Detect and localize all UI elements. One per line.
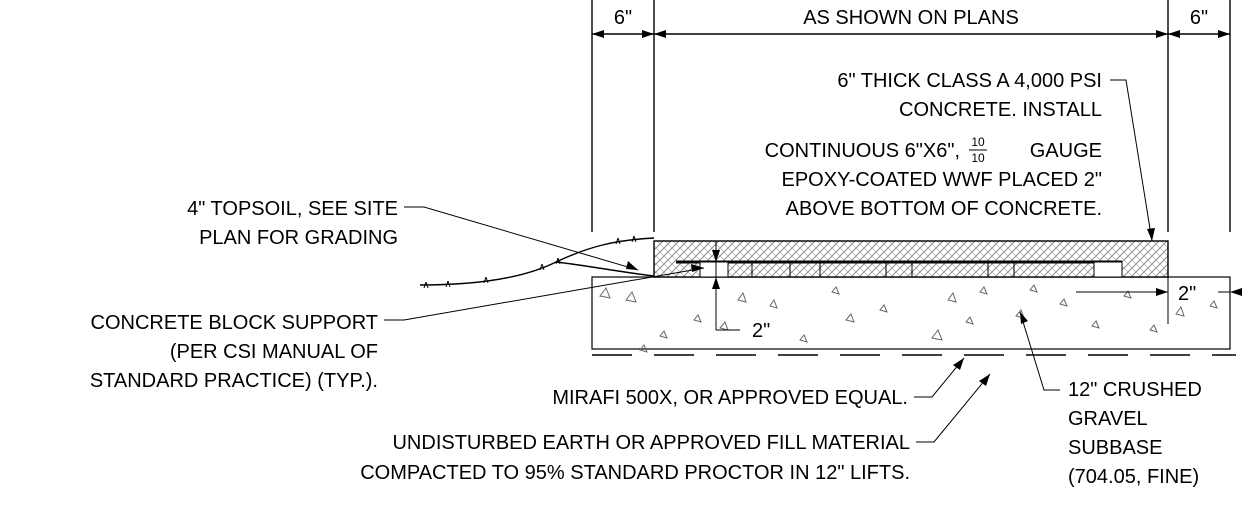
gravel-subbase (591, 276, 1231, 353)
topsoil-callout: 4" TOPSOIL, SEE SITE PLAN FOR GRADING (187, 198, 639, 271)
gauge-denominator: 10 (971, 151, 985, 165)
concrete-line-3: CONTINUOUS 6"X6", (765, 140, 960, 162)
concrete-line-4: GAUGE (1030, 140, 1102, 162)
dim-2in-right-label: 2" (1178, 283, 1196, 305)
subbase-line-1: 12" CRUSHED (1068, 379, 1202, 401)
dim-left-label: 6" (614, 7, 632, 29)
topsoil-grade (419, 235, 655, 289)
dim-middle-label: AS SHOWN ON PLANS (803, 7, 1019, 29)
subbase-line-2: GRAVEL (1068, 408, 1148, 430)
mirafi-callout: MIRAFI 500X, OR APPROVED EQUAL. (552, 357, 965, 409)
dim-right-label: 6" (1190, 7, 1208, 29)
subbase-line-4: (704.05, FINE) (1068, 466, 1199, 488)
concrete-line-1: 6" THICK CLASS A 4,000 PSI (837, 70, 1102, 92)
earth-line-2: COMPACTED TO 95% STANDARD PROCTOR IN 12"… (360, 462, 910, 484)
block-line-2: (PER CSI MANUAL OF (170, 341, 378, 363)
top-dimension: 6" AS SHOWN ON PLANS 6" (591, 0, 1231, 232)
concrete-line-5: EPOXY-COATED WWF PLACED 2" (782, 169, 1103, 191)
concrete-slab (653, 240, 1169, 278)
concrete-line-6: ABOVE BOTTOM OF CONCRETE. (786, 198, 1102, 220)
concrete-callout: 6" THICK CLASS A 4,000 PSI CONCRETE. INS… (765, 70, 1155, 242)
dim-2in-lower-label: 2" (752, 320, 770, 342)
earth-line-1: UNDISTURBED EARTH OR APPROVED FILL MATER… (392, 432, 910, 454)
block-line-3: STANDARD PRACTICE) (TYP.). (90, 370, 378, 392)
gauge-numerator: 10 (971, 135, 985, 149)
subbase-callout: 12" CRUSHED GRAVEL SUBBASE (704.05, FINE… (1019, 311, 1202, 488)
block-support-callout: CONCRETE BLOCK SUPPORT (PER CSI MANUAL O… (90, 264, 705, 392)
concrete-line-2: CONCRETE. INSTALL (899, 99, 1102, 121)
block-line-1: CONCRETE BLOCK SUPPORT (91, 312, 378, 334)
topsoil-line-2: PLAN FOR GRADING (199, 227, 398, 249)
mirafi-label: MIRAFI 500X, OR APPROVED EQUAL. (552, 387, 908, 409)
subbase-line-3: SUBBASE (1068, 437, 1162, 459)
topsoil-line-1: 4" TOPSOIL, SEE SITE (187, 198, 398, 220)
dim-2in-right: 2" (1076, 283, 1242, 305)
earth-callout: UNDISTURBED EARTH OR APPROVED FILL MATER… (360, 373, 991, 484)
dim-2in-lower: 2" (712, 241, 770, 342)
